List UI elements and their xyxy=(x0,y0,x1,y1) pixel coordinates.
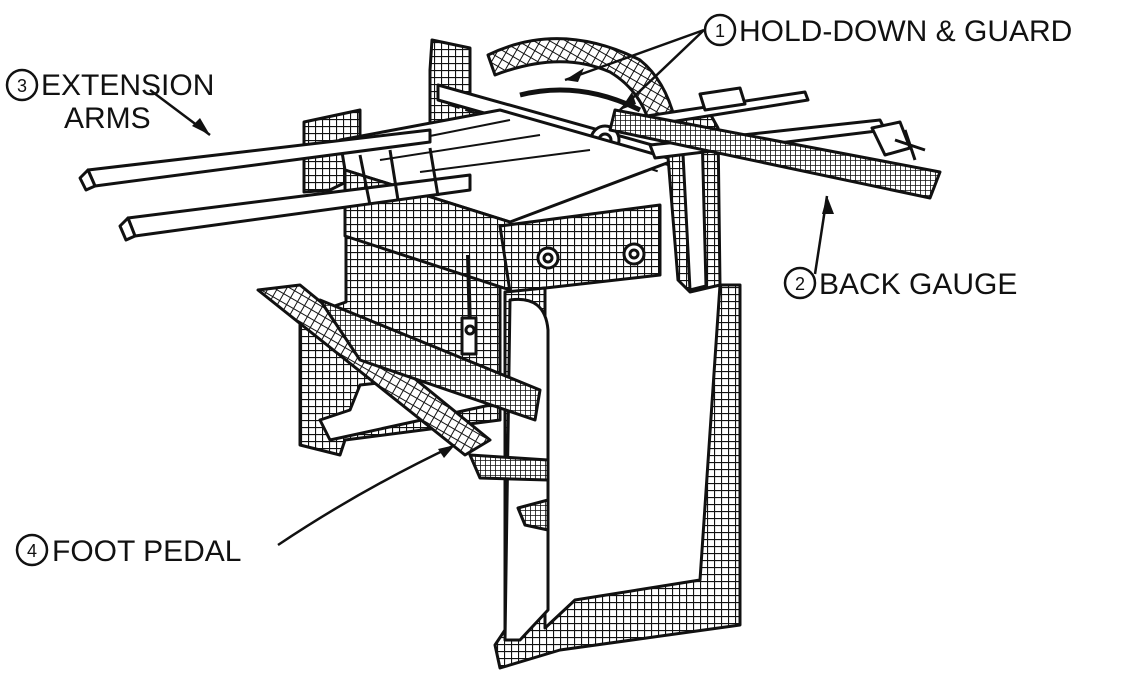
leader-line-4 xyxy=(277,443,456,547)
callout-3-number: 3 xyxy=(17,76,27,96)
callout-4-label: FOOT PEDAL xyxy=(52,535,242,568)
callout-4-circle xyxy=(15,533,49,567)
callout-3-label-line1: EXTENSION xyxy=(41,69,214,102)
callout-3-label-line2: ARMS xyxy=(64,102,151,135)
arrowhead-3 xyxy=(192,118,210,135)
arrowhead-4 xyxy=(438,445,455,458)
callout-3: 3 EXTENSION ARMS xyxy=(5,68,214,135)
callout-4: 4 FOOT PEDAL xyxy=(15,533,242,568)
callout-1-number: 1 xyxy=(715,21,725,41)
callout-1-circle xyxy=(703,13,737,47)
callout-3-circle xyxy=(5,68,39,102)
arrowhead-1a xyxy=(565,68,584,82)
leader-line-1a xyxy=(564,28,705,82)
leader-line-1b xyxy=(619,29,705,111)
back-gauge-bar xyxy=(608,108,942,200)
callout-4-number: 4 xyxy=(27,541,37,561)
arrowhead-2 xyxy=(822,196,834,214)
callout-1-label: HOLD-DOWN & GUARD xyxy=(739,15,1072,48)
arrowhead-1b xyxy=(620,92,636,110)
callout-2: 2 BACK GAUGE xyxy=(783,266,1017,301)
callout-2-circle xyxy=(783,266,817,300)
callout-2-number: 2 xyxy=(795,274,805,294)
foot-pedal xyxy=(256,283,492,457)
callout-1: 1 HOLD-DOWN & GUARD xyxy=(703,13,1072,48)
machine-body xyxy=(78,37,942,670)
callout-2-label: BACK GAUGE xyxy=(819,268,1017,301)
